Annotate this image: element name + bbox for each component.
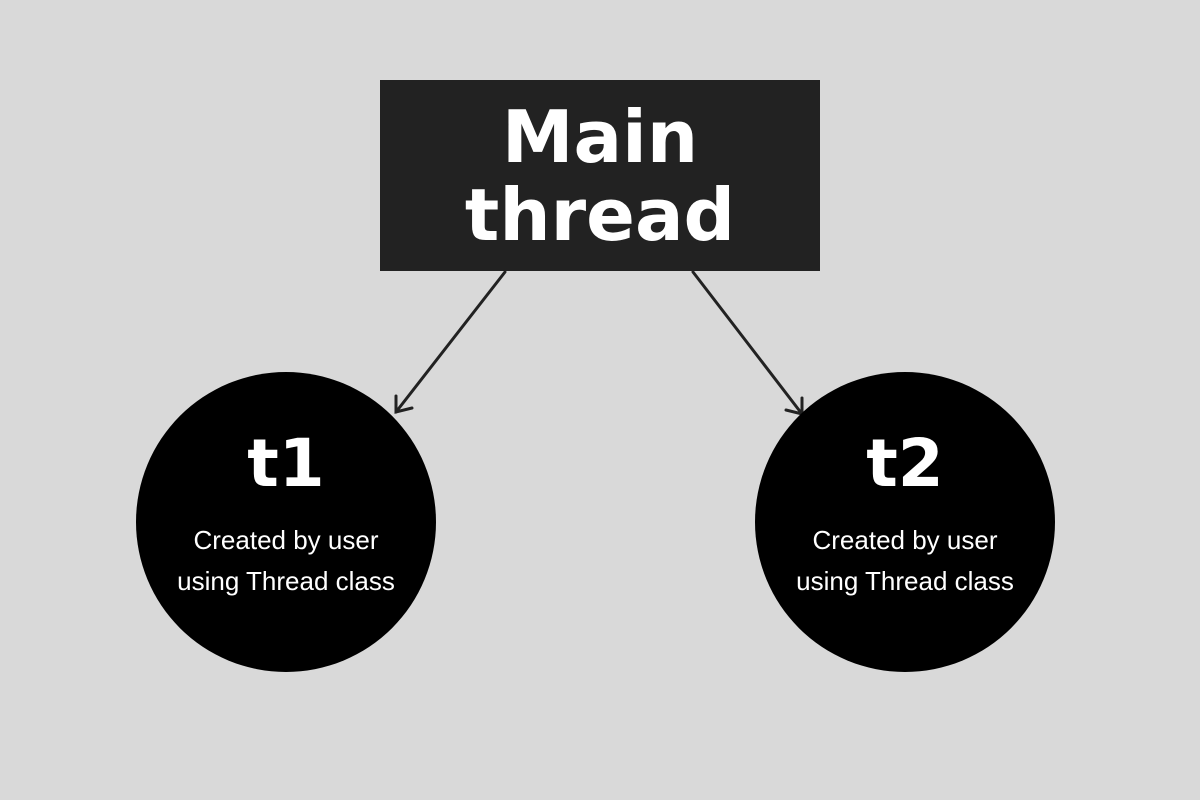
t1-desc-line2: using Thread class bbox=[177, 566, 395, 596]
thread-t2-node: t2 Created by user using Thread class bbox=[755, 372, 1055, 672]
t1-title: t1 bbox=[247, 425, 325, 502]
arrow-to-t1 bbox=[394, 270, 507, 414]
main-thread-label-line1: Main bbox=[501, 94, 699, 179]
t1-description: Created by user using Thread class bbox=[136, 520, 436, 602]
t2-description: Created by user using Thread class bbox=[755, 520, 1055, 602]
t2-title: t2 bbox=[866, 425, 944, 502]
t2-desc-line1: Created by user bbox=[812, 525, 998, 555]
main-thread-label-line2: thread bbox=[464, 172, 736, 257]
t2-desc-line2: using Thread class bbox=[796, 566, 1014, 596]
arrow-to-t2 bbox=[691, 270, 804, 416]
t1-desc-line1: Created by user bbox=[193, 525, 379, 555]
thread-t1-node: t1 Created by user using Thread class bbox=[136, 372, 436, 672]
main-thread-box: Main thread bbox=[380, 80, 820, 271]
